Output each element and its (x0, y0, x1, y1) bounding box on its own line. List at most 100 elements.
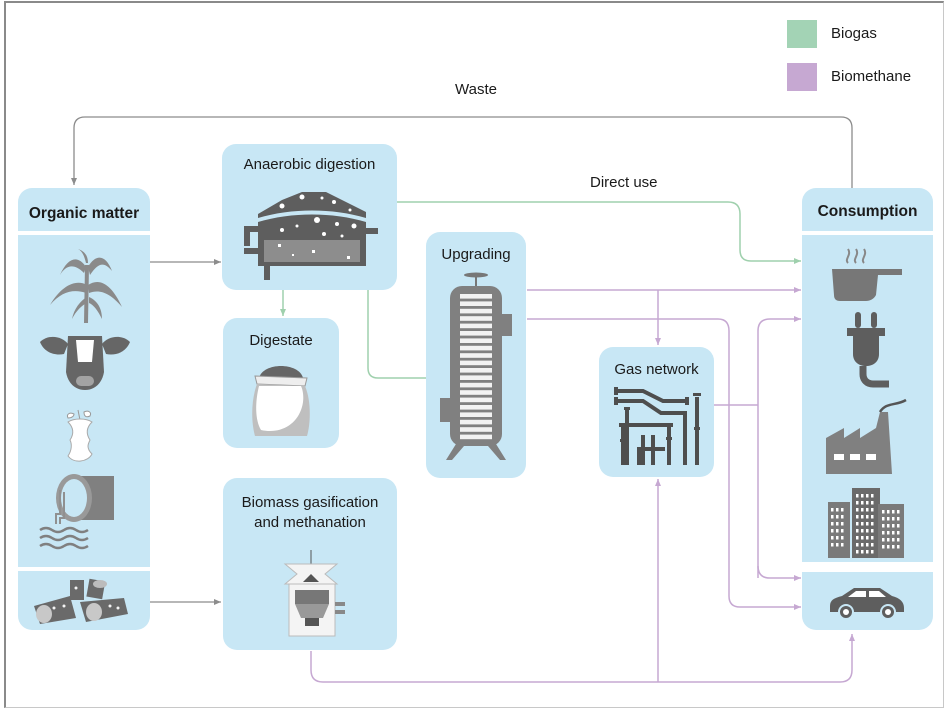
building-window (871, 536, 874, 540)
column-tray (460, 412, 492, 417)
building-window (856, 515, 859, 519)
building-window (856, 522, 859, 526)
building-window (831, 508, 834, 512)
direct-use-line (397, 201, 801, 264)
building-window (861, 522, 864, 526)
column-tray (460, 382, 492, 388)
building-window (866, 508, 869, 512)
building-window (841, 529, 844, 533)
column-tray (460, 331, 492, 336)
maize-plant-icon (50, 249, 122, 323)
building-window (861, 529, 864, 533)
pipeline-icon (614, 387, 701, 465)
building-window (871, 494, 874, 498)
building-window (882, 524, 885, 528)
building-window (882, 531, 885, 535)
building-window (836, 536, 839, 540)
building-window (892, 545, 895, 549)
organic-matter-header: Organic matter (18, 188, 150, 231)
upgrading-to-car-line (527, 318, 801, 610)
building-window (866, 494, 869, 498)
building-window (866, 515, 869, 519)
building-window (856, 501, 859, 505)
building-window (861, 515, 864, 519)
building-window (871, 529, 874, 533)
building-window (856, 508, 859, 512)
diagram-frame (4, 1, 944, 708)
building-window (892, 524, 895, 528)
digestion-to-upgrading-line (367, 290, 426, 379)
column-tray (460, 345, 492, 351)
column-tray (460, 397, 492, 403)
gasification-to-consumption-line (310, 634, 855, 683)
wood-logs-icon (34, 578, 128, 624)
anaerobic-digestion-title: Anaerobic digestion (243, 156, 376, 173)
cooking-pot-icon (832, 248, 902, 301)
column-tray (460, 353, 492, 358)
building-window (841, 536, 844, 540)
consumption-header: Consumption (802, 188, 933, 231)
car-icon (830, 588, 904, 620)
building-window (887, 545, 890, 549)
cow-icon (40, 336, 130, 390)
building-window (836, 515, 839, 519)
column-tray (460, 316, 492, 321)
building-window (887, 531, 890, 535)
building-window (841, 522, 844, 526)
building-window (897, 538, 900, 542)
direct-use-label: Direct use (590, 174, 658, 191)
column-tray (460, 360, 492, 366)
building-window (856, 529, 859, 533)
gasifier-icon (283, 550, 345, 637)
building-window (831, 522, 834, 526)
column-tray (460, 427, 492, 432)
anaerobic-digestion-node: Anaerobic digestion (222, 144, 397, 290)
legend-label-biogas: Biogas (831, 25, 877, 42)
building-window (831, 529, 834, 533)
building-window (861, 543, 864, 547)
building-window (897, 531, 900, 535)
gas-network-to-car-line (757, 565, 801, 581)
building-window (887, 517, 890, 521)
building-window (882, 538, 885, 542)
building-window (831, 543, 834, 547)
building-window (866, 522, 869, 526)
gasification-node: Biomass gasification and methanation (223, 478, 397, 650)
digestate-node: Digestate (223, 318, 339, 448)
apple-core-icon (67, 409, 93, 462)
fertilizer-sack-icon (252, 366, 310, 436)
building-window (897, 524, 900, 528)
building-window (841, 543, 844, 547)
building-window (856, 550, 859, 554)
gas-network-node: Gas network (599, 347, 714, 477)
building-window (861, 508, 864, 512)
building-window (882, 510, 885, 514)
column-tray (460, 390, 492, 395)
column-tray (460, 338, 492, 343)
building-window (856, 536, 859, 540)
building-window (841, 515, 844, 519)
building-window (882, 517, 885, 521)
building-window (882, 545, 885, 549)
column-tray (460, 294, 492, 299)
column-tray (460, 405, 492, 410)
upgrading-title: Upgrading (441, 246, 511, 263)
column-tray (460, 434, 492, 440)
building-window (887, 510, 890, 514)
building-window (861, 501, 864, 505)
gas-network-to-electricity-line (757, 316, 801, 578)
building-window (892, 517, 895, 521)
building-window (866, 536, 869, 540)
building-window (831, 536, 834, 540)
legend-swatch-biogas (787, 20, 817, 48)
column-tray (460, 308, 492, 314)
building-window (836, 529, 839, 533)
building-window (856, 494, 859, 498)
building-window (836, 508, 839, 512)
column-tray (460, 323, 492, 329)
buildings-icon (828, 488, 904, 558)
building-window (897, 517, 900, 521)
building-window (861, 494, 864, 498)
column-tray (460, 375, 492, 380)
